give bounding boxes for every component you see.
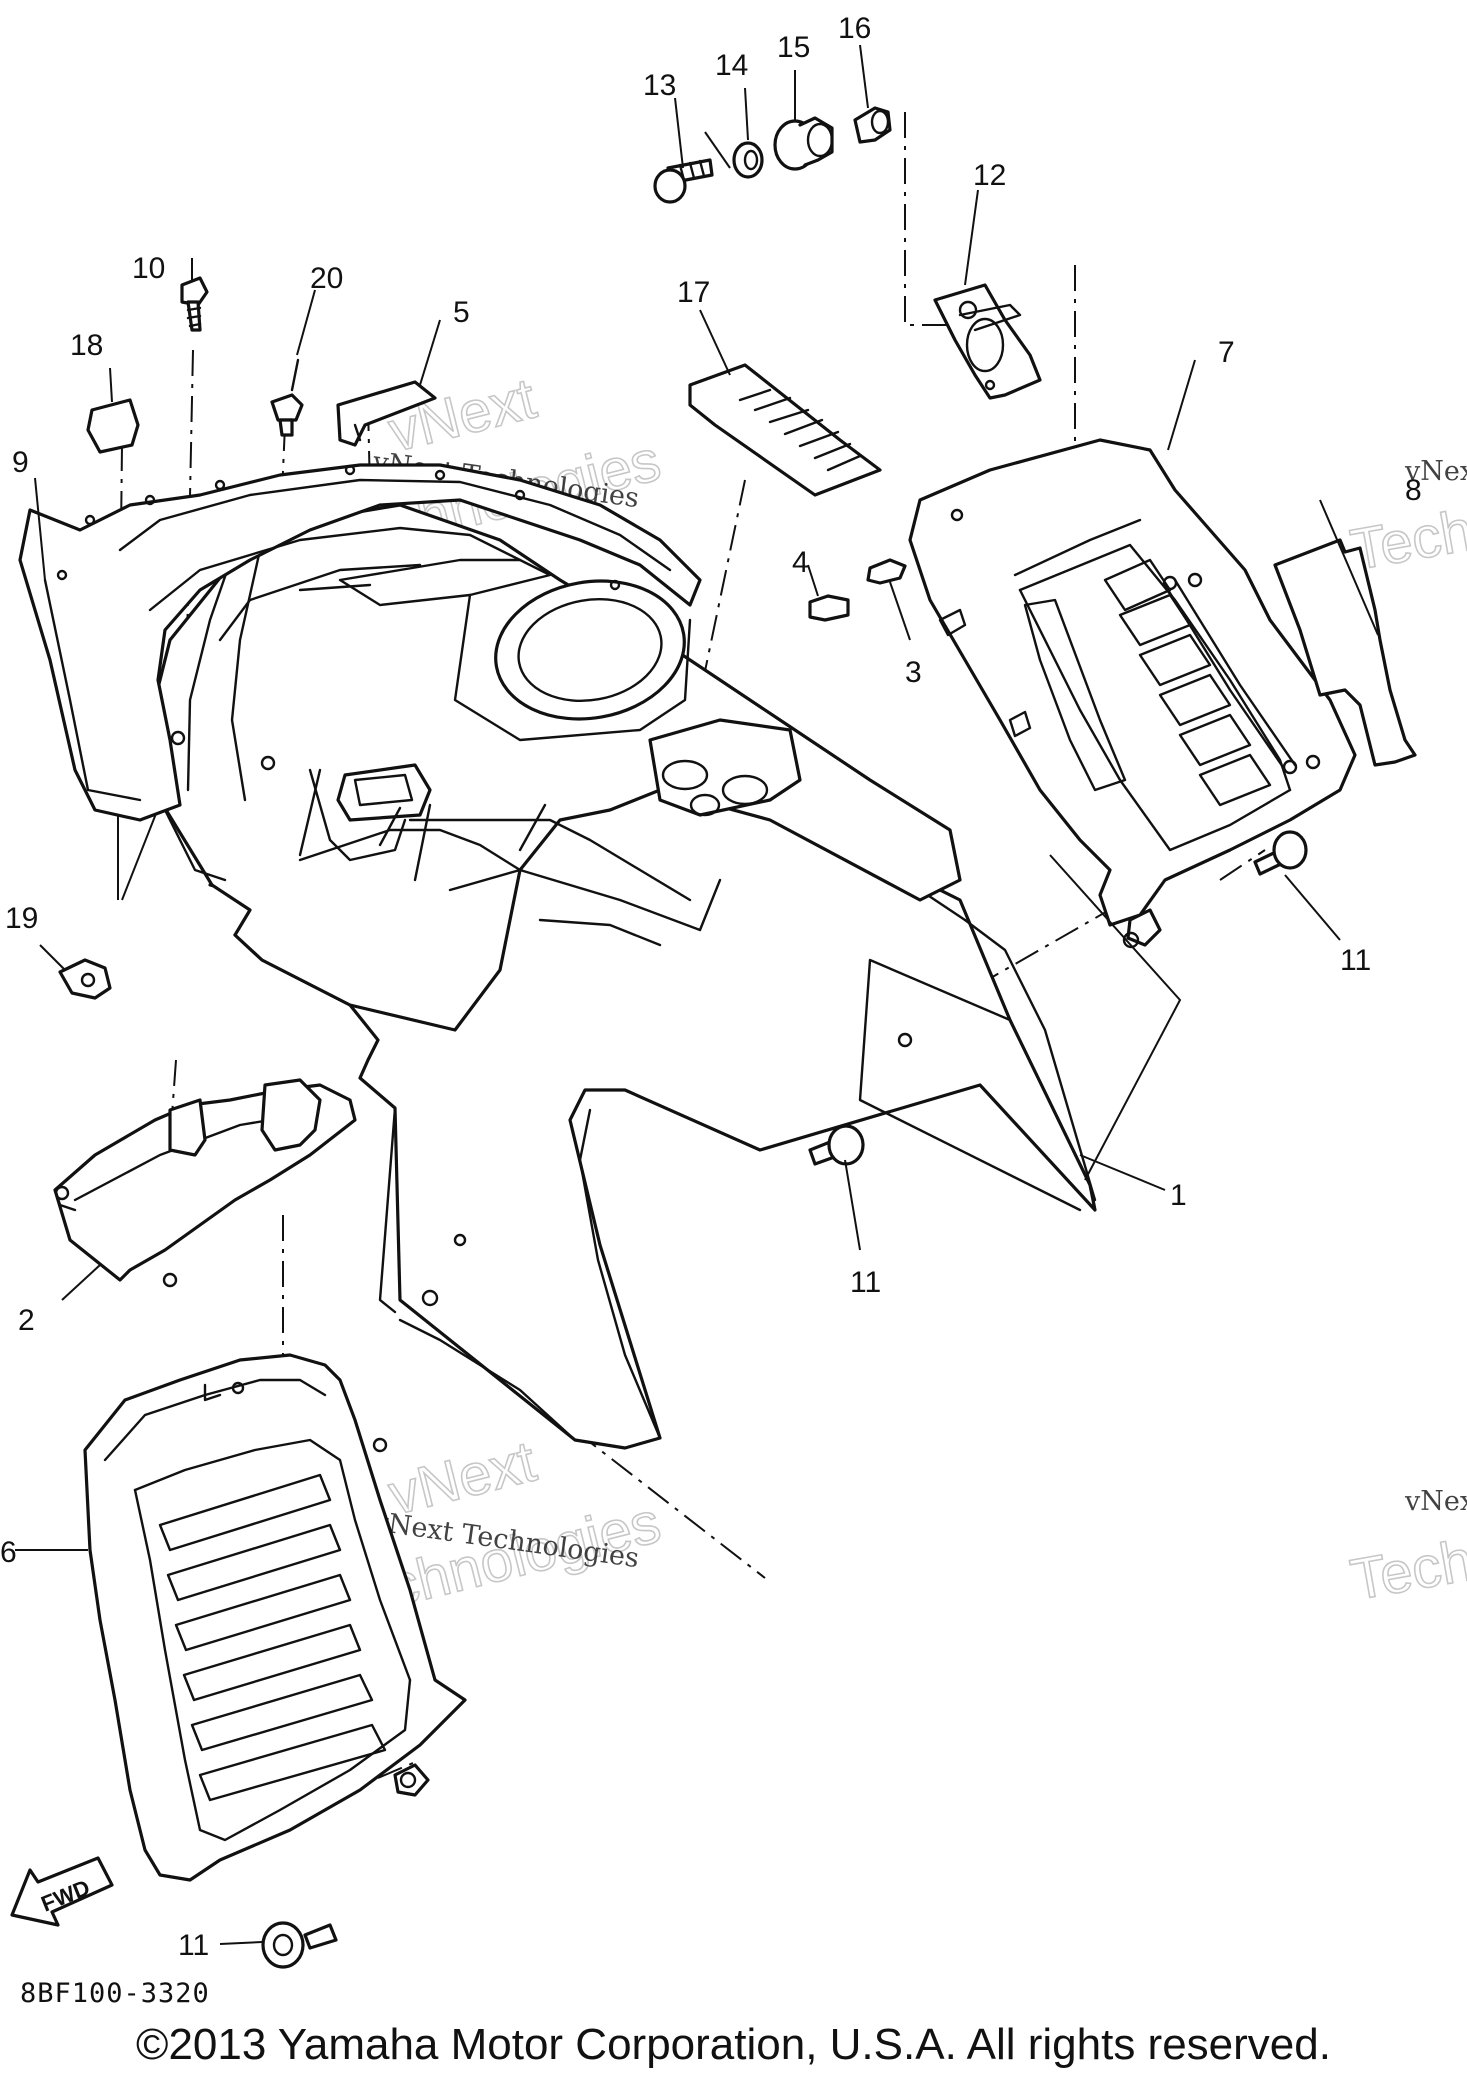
callout-2: 2 <box>18 1304 35 1337</box>
cap-part-18 <box>86 398 140 454</box>
cover-part-5 <box>336 380 437 447</box>
bolt-part-11 <box>261 1921 338 1969</box>
callout-labels: 1 2 3 4 5 6 7 8 9 10 11 11 11 12 13 14 1… <box>0 12 1422 1962</box>
side-panel-part-7 <box>908 438 1357 949</box>
copyright-notice: ©2013 Yamaha Motor Corporation, U.S.A. A… <box>136 2020 1331 2069</box>
callout-4: 4 <box>792 546 809 579</box>
clip-part-19 <box>58 958 112 1000</box>
washer-part-14 <box>732 141 764 179</box>
callout-8: 8 <box>1405 474 1422 507</box>
callout-19: 19 <box>5 902 38 935</box>
callout-20: 20 <box>310 262 343 295</box>
callout-7: 7 <box>1218 336 1235 369</box>
screw-part-10 <box>180 276 209 332</box>
callout-3: 3 <box>905 656 922 689</box>
bracket-part-12 <box>933 283 1042 400</box>
lower-side-panel-part-6 <box>83 1353 467 1882</box>
fender-part-9 <box>18 463 702 822</box>
watermark-big: Techn <box>1346 1522 1467 1613</box>
callout-16: 16 <box>838 12 871 45</box>
callout-17: 17 <box>677 276 710 309</box>
fasteners <box>58 106 1308 1969</box>
callout-10: 10 <box>132 252 165 285</box>
callout-11: 11 <box>850 1266 881 1299</box>
callout-11: 11 <box>1340 944 1371 977</box>
grommet-part-15 <box>773 116 834 171</box>
collar-part-16 <box>853 106 892 144</box>
callout-6: 6 <box>0 1536 17 1569</box>
callout-1: 1 <box>1170 1179 1187 1212</box>
callout-13: 13 <box>643 69 676 102</box>
callout-9: 9 <box>12 446 29 479</box>
diagram-code: 8BF100-3320 <box>20 1978 210 2009</box>
bolt-part-11 <box>808 1124 865 1166</box>
bolt-part-13 <box>653 158 714 204</box>
clip-part-3 <box>866 558 907 585</box>
pad-part-17 <box>688 363 882 497</box>
callout-12: 12 <box>973 159 1006 192</box>
rivet-part-20 <box>270 358 304 437</box>
callout-14: 14 <box>715 49 748 82</box>
panel-part-8 <box>1273 538 1417 767</box>
bolt-part-11 <box>1253 830 1308 876</box>
clip-part-4 <box>808 594 850 622</box>
callout-15: 15 <box>777 31 810 64</box>
fwd-arrow-icon: FWD <box>10 1856 114 1927</box>
callout-5: 5 <box>453 296 470 329</box>
watermark-small: vNext <box>1404 1486 1467 1517</box>
callout-11: 11 <box>178 1929 209 1962</box>
callout-18: 18 <box>70 329 103 362</box>
watermark-small: vNext <box>1404 456 1467 487</box>
console-part-2 <box>53 1078 357 1288</box>
leader-lines <box>15 44 1379 1945</box>
